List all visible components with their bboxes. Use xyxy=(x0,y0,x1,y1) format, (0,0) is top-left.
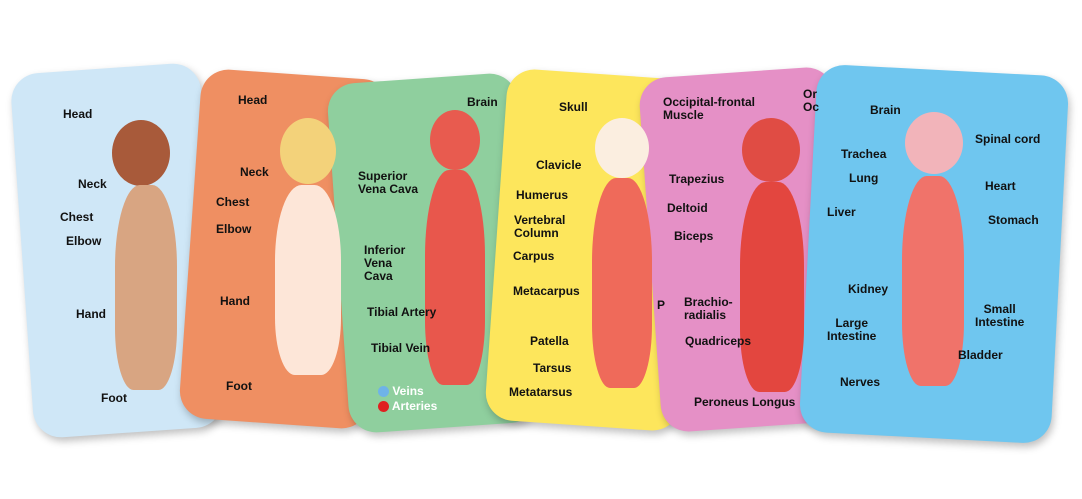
label-brain: Brain xyxy=(467,95,498,109)
label-elbow: Elbow xyxy=(216,222,252,236)
skull xyxy=(595,118,649,178)
label-head: Head xyxy=(63,107,93,121)
label-peroneus-longus: Peroneus Longus xyxy=(694,395,796,409)
legend-arteries: Arteries xyxy=(378,400,437,413)
label-superior-vena-cava: Superior Vena Cava xyxy=(358,169,419,196)
label-metacarpus: Metacarpus xyxy=(513,284,580,298)
label-small-intestine: Small Intestine xyxy=(975,302,1025,329)
circulatory-head xyxy=(430,110,480,170)
label-hand: Hand xyxy=(220,294,250,308)
label-chest: Chest xyxy=(216,195,250,209)
label-chest: Chest xyxy=(60,210,94,224)
label-lung: Lung xyxy=(849,171,879,185)
label-foot: Foot xyxy=(101,391,127,405)
girl-body xyxy=(115,185,177,390)
label-occipital-frontal-muscle: Occipital-frontal Muscle xyxy=(663,95,756,122)
label-elbow: Elbow xyxy=(66,234,102,248)
label-metatarsus: Metatarsus xyxy=(509,385,573,399)
arteries-swatch xyxy=(378,401,389,413)
label-carpus: Carpus xyxy=(513,249,555,263)
label-clavicle: Clavicle xyxy=(536,158,582,172)
label-foot: Foot xyxy=(226,379,252,393)
label-spinal-cord: Spinal cord xyxy=(975,132,1041,146)
label-tarsus: Tarsus xyxy=(533,361,572,375)
label-bladder: Bladder xyxy=(958,348,1003,362)
skeleton-body xyxy=(592,178,652,388)
label-kidney: Kidney xyxy=(848,282,889,296)
boy-head xyxy=(280,118,336,184)
label-nerves: Nerves xyxy=(840,375,881,389)
label-neck: Neck xyxy=(240,165,269,179)
label-trachea: Trachea xyxy=(841,147,887,161)
label-hand: Hand xyxy=(76,307,106,321)
label-partial: P xyxy=(657,298,666,312)
label-humerus: Humerus xyxy=(516,188,569,202)
label-patella: Patella xyxy=(530,334,569,348)
label-heart: Heart xyxy=(985,179,1016,193)
boy-body xyxy=(275,185,341,375)
label-neck: Neck xyxy=(78,177,107,191)
legend-veins: Veins xyxy=(378,385,424,398)
label-tibial-artery: Tibial Artery xyxy=(367,305,437,319)
label-inferior-vena-cava: Inferior Vena Cava xyxy=(364,243,406,283)
legend-veins-label: Veins xyxy=(392,384,424,398)
legend-arteries-label: Arteries xyxy=(391,399,438,413)
muscle-head xyxy=(742,118,800,182)
label-brain: Brain xyxy=(870,103,901,117)
muscle-body xyxy=(740,182,804,392)
organs-body xyxy=(902,176,964,386)
label-vertebral-column: Vertebral Column xyxy=(514,213,566,240)
organs-head xyxy=(905,112,963,174)
label-liver: Liver xyxy=(827,205,856,219)
label-tibial-vein: Tibial Vein xyxy=(371,341,431,355)
circulatory-body xyxy=(425,170,485,385)
label-deltoid: Deltoid xyxy=(667,201,708,215)
label-large-intestine: Large Intestine xyxy=(827,316,877,343)
label-stomach: Stomach xyxy=(988,213,1039,227)
label-quadriceps: Quadriceps xyxy=(685,334,752,348)
label-skull: Skull xyxy=(559,100,588,114)
label-head: Head xyxy=(238,93,268,107)
label-orbicularis-partial: Or Oc xyxy=(803,87,820,114)
girl-head xyxy=(112,120,170,186)
veins-swatch xyxy=(378,386,389,398)
label-biceps: Biceps xyxy=(674,229,714,243)
label-brachioradialis: Brachio- radialis xyxy=(684,295,733,322)
label-trapezius: Trapezius xyxy=(669,172,725,186)
